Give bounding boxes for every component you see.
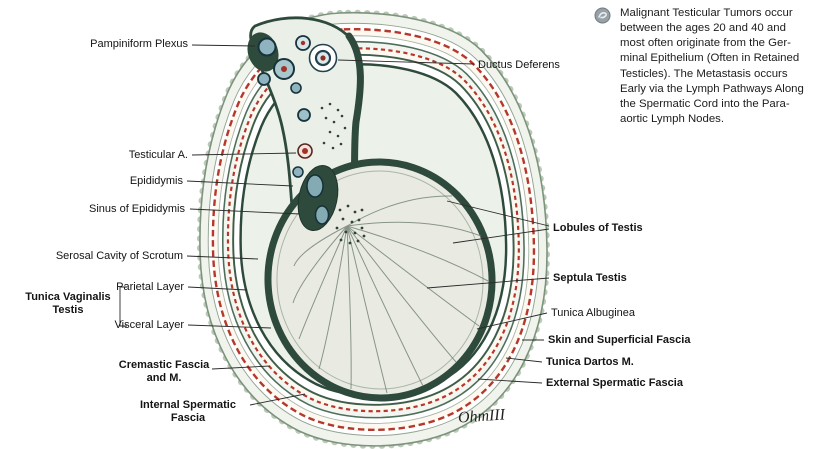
pampiniform-vein-5 <box>290 82 302 94</box>
pampiniform-vein-1 <box>257 37 277 57</box>
line-serosal-cavity <box>186 255 259 260</box>
ductus-deferens-shape <box>308 43 338 73</box>
line-pampiniform-plexus <box>191 44 256 47</box>
label-lobules-of-testis: Lobules of Testis <box>553 222 643 234</box>
line-lobules-2 <box>452 228 550 244</box>
label-parietal-layer: Parietal Layer <box>116 281 184 293</box>
line-parietal-layer <box>187 286 248 291</box>
septula-testis-lines <box>292 195 489 394</box>
note-text: Malignant Testicular Tumors occur betwee… <box>620 7 804 126</box>
label-internal-spermatic-fascia: Internal Spermatic Fascia <box>140 399 236 424</box>
leader-lines <box>119 44 550 406</box>
label-visceral-layer: Visceral Layer <box>114 319 185 331</box>
line-tunica-dartos <box>505 357 543 363</box>
label-skin-and-superficial-fascia: Skin and Superficial Fascia <box>548 334 691 346</box>
label-cremastic-fascia: Cremastic Fascia and M. <box>118 359 210 384</box>
testicular-artery-shape <box>297 143 313 159</box>
artery-in-vein-2 <box>281 66 287 72</box>
label-testicular-artery: Testicular A. <box>128 149 188 161</box>
label-septula-testis: Septula Testis <box>553 272 627 284</box>
note-bullet-icon <box>594 7 611 24</box>
label-pampiniform-plexus: Pampiniform Plexus <box>90 38 188 50</box>
label-sinus-of-epididymis: Sinus of Epididymis <box>89 203 185 215</box>
epididymis-duct-section-2 <box>314 205 330 225</box>
line-septula-testis <box>426 277 550 289</box>
label-external-spermatic-fascia: External Spermatic Fascia <box>546 377 683 389</box>
small-vein-near-epididymis <box>292 166 304 178</box>
albuginea-inner-line <box>276 170 484 390</box>
label-epididymis: Epididymis <box>129 175 183 187</box>
line-internal-spermatic-fascia <box>249 393 306 406</box>
mediastinum-dots <box>333 201 366 245</box>
cord-vessels <box>247 32 338 178</box>
cord-tubule-dots <box>320 102 347 150</box>
line-lobules-1 <box>446 200 550 227</box>
line-sinus-of-epididymis <box>189 208 301 215</box>
line-tunica-albuginea <box>476 312 548 330</box>
line-external-spermatic-fascia <box>477 378 543 384</box>
epididymis-duct-section-1 <box>306 174 324 198</box>
line-testicular-artery <box>191 152 297 156</box>
artery-in-vein-4 <box>300 40 306 46</box>
label-ductus-deferens: Ductus Deferens <box>478 59 560 71</box>
line-cremastic-fascia <box>211 365 271 370</box>
pampiniform-vein-6 <box>297 108 311 122</box>
line-epididymis <box>186 180 294 187</box>
line-visceral-layer <box>187 324 272 329</box>
tunica-vaginalis-bracket <box>119 286 127 327</box>
label-tunica-dartos-m: Tunica Dartos M. <box>546 356 634 368</box>
pampiniform-vein-3 <box>257 72 271 86</box>
label-tunica-vaginalis-testis: Tunica Vaginalis Testis <box>25 291 111 316</box>
line-ductus-deferens <box>337 59 475 65</box>
label-serosal-cavity-of-scrotum: Serosal Cavity of Scrotum <box>55 250 183 262</box>
artist-signature: OhmIII <box>457 406 506 427</box>
label-tunica-albuginea: Tunica Albuginea <box>551 307 635 319</box>
epididymis-shape <box>297 164 339 232</box>
